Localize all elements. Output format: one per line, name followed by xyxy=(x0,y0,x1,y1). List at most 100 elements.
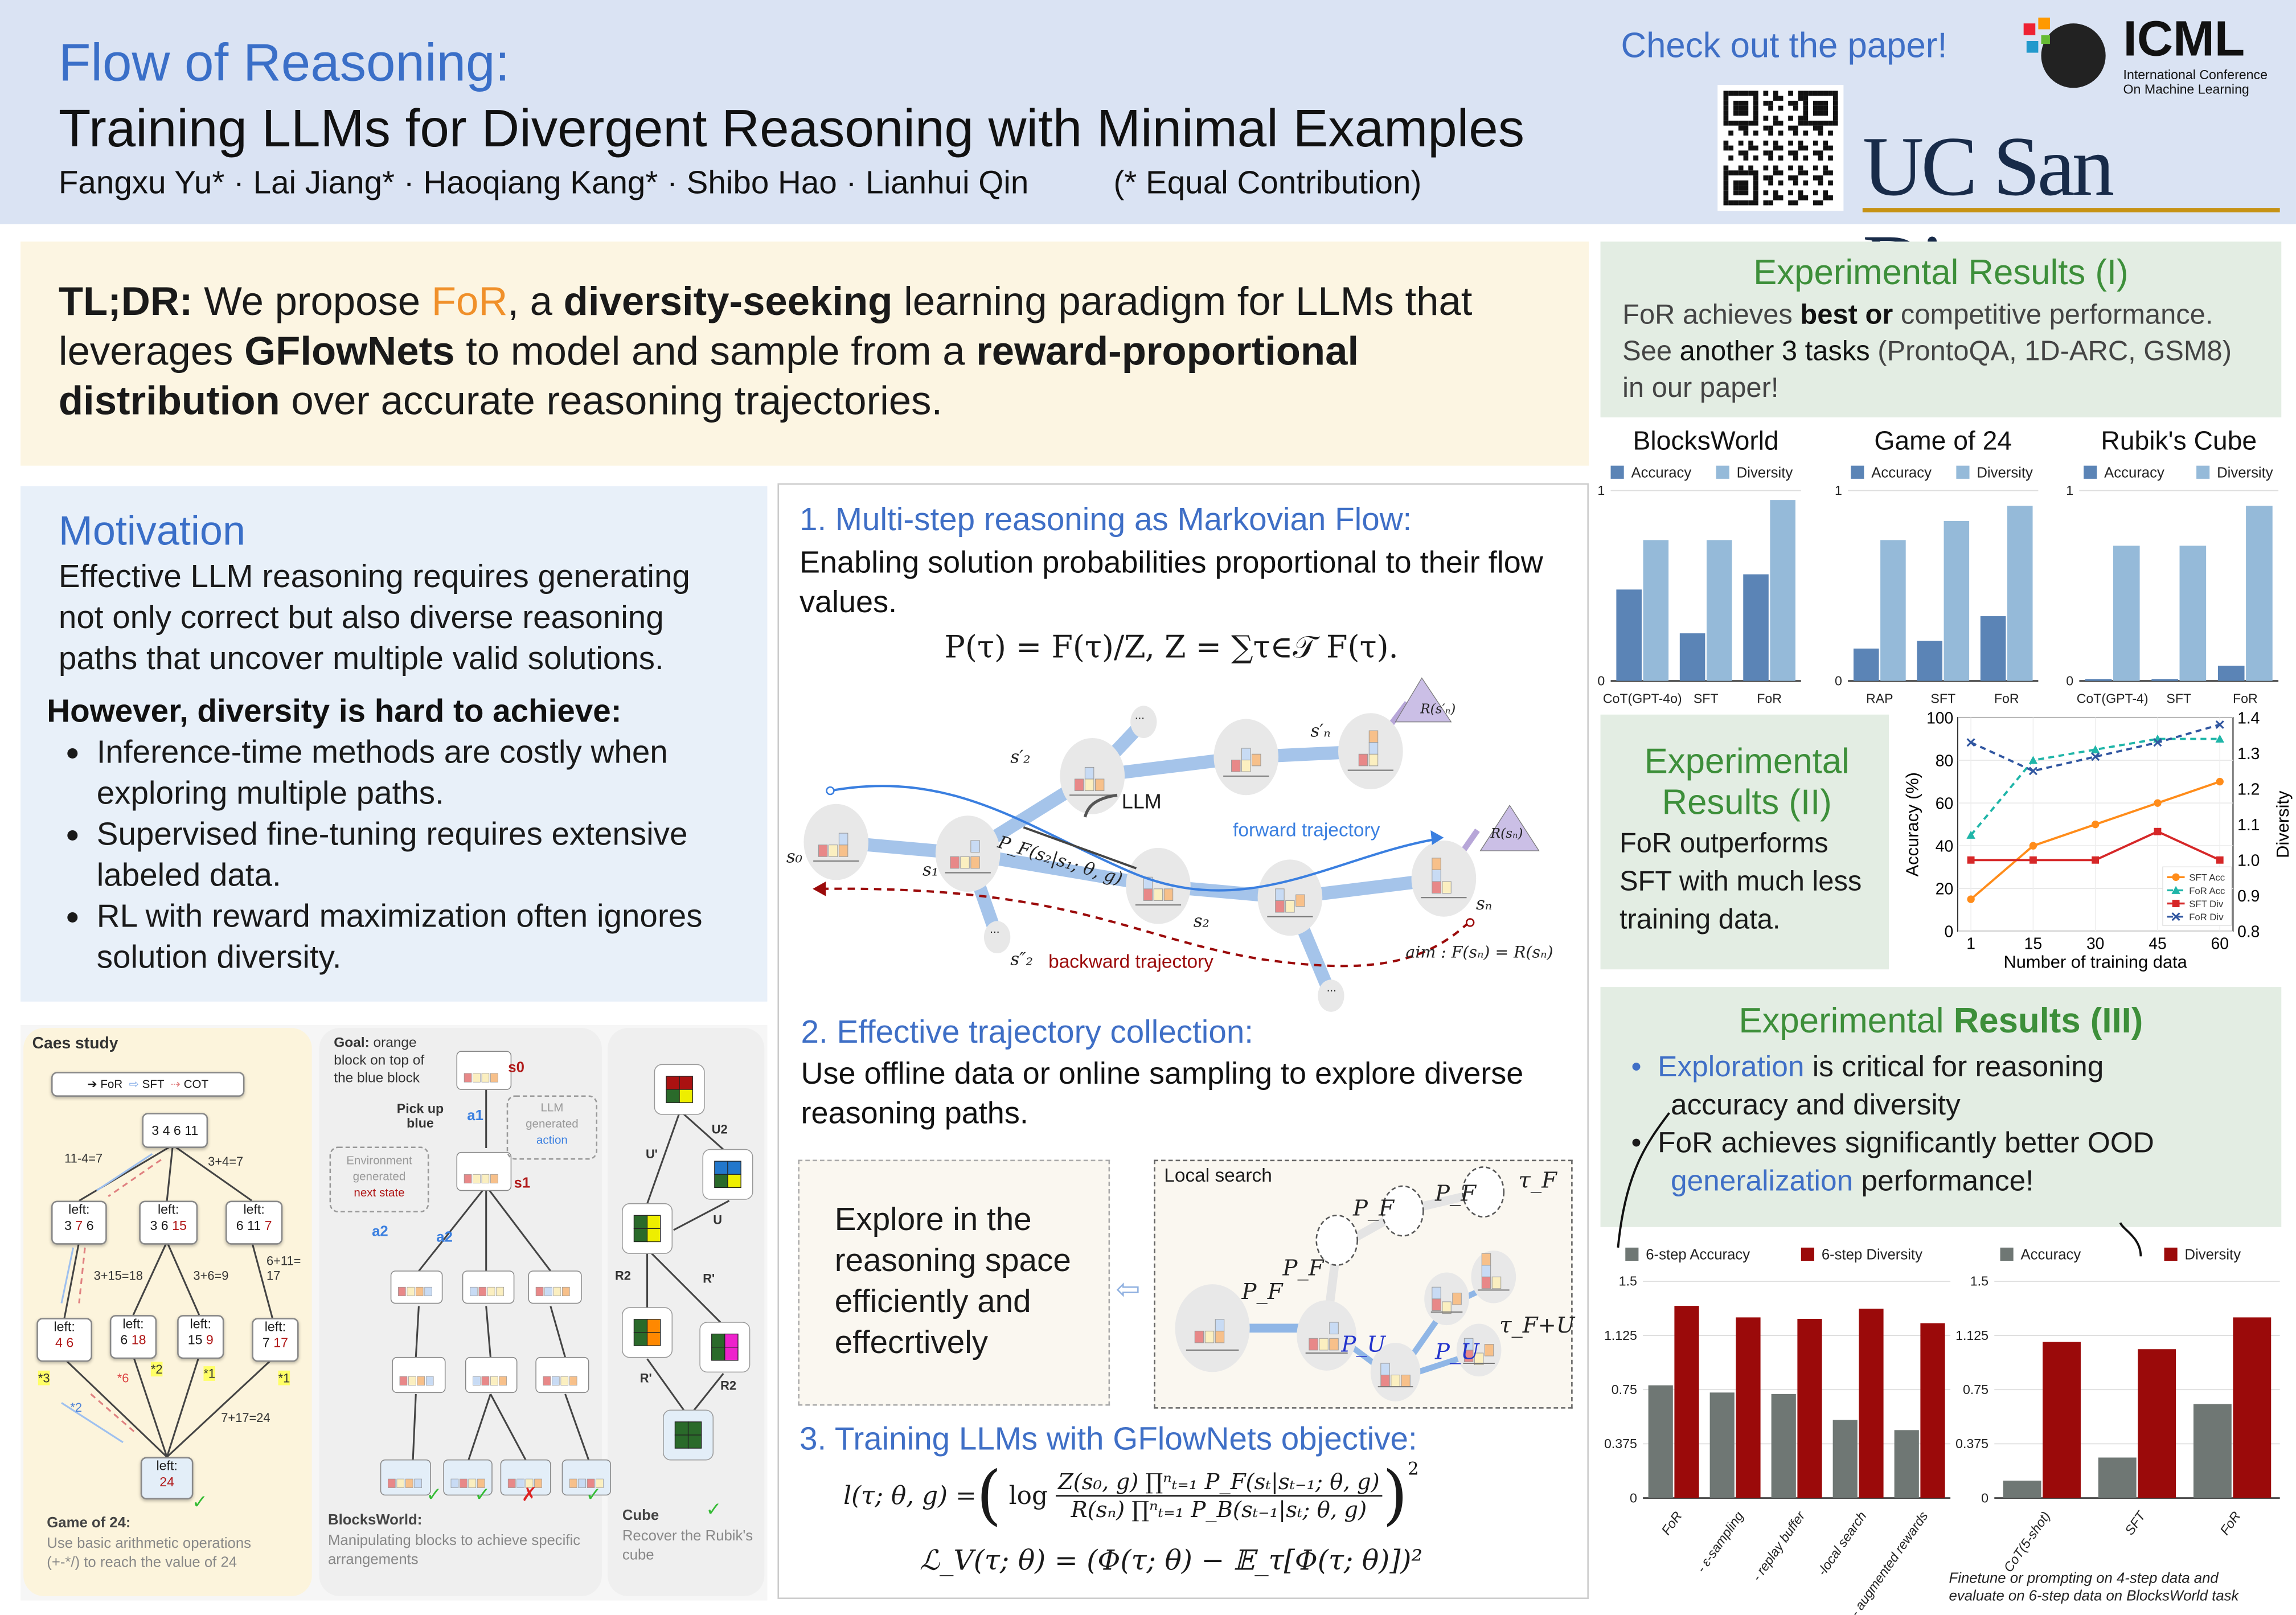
x-tick-label: 15 xyxy=(2024,934,2042,952)
series-line-sft-div xyxy=(1971,830,2221,862)
qr-module xyxy=(1813,150,1818,156)
local-search-diagram xyxy=(1175,1166,1516,1401)
block-icon xyxy=(544,1286,552,1297)
x-tick-label: FoR xyxy=(2233,691,2258,706)
tree-edge xyxy=(132,1355,168,1458)
block-icon xyxy=(396,1478,405,1488)
section2-body: Use offline data or online sampling to e… xyxy=(801,1057,1524,1131)
more-states-icon: ... xyxy=(990,922,1000,936)
loss-lhs: l(τ; θ, g) = xyxy=(843,1481,977,1511)
qr-module xyxy=(1823,120,1828,126)
exp1-bold: best or xyxy=(1800,300,1893,331)
exp1-text: (ProntoQA, 1D-ARC, GSM8) xyxy=(1869,337,2232,368)
tree-edge xyxy=(166,1241,200,1315)
exp2-line: training data. xyxy=(1619,905,1781,936)
y-tick-label: 0.75 xyxy=(1963,1382,1988,1397)
block-icon xyxy=(1084,778,1094,792)
author-list: Fangxu Yu* · Lai Jiang* · Haoqiang Kang*… xyxy=(58,163,1029,201)
qr-module xyxy=(1828,91,1833,96)
cube-facelet xyxy=(646,1319,661,1333)
qr-module xyxy=(1773,140,1778,146)
legend-cot: COT xyxy=(183,1077,209,1091)
legend-swatch xyxy=(2196,465,2210,479)
qr-module xyxy=(1788,150,1793,156)
bar-6-step-accuracy xyxy=(1832,1420,1858,1498)
block-icon xyxy=(398,1286,406,1297)
exp1-text: See xyxy=(1622,337,1680,368)
y-tick-label: 1.5 xyxy=(1619,1274,1637,1289)
legend-label: 6-step Accuracy xyxy=(1646,1247,1750,1263)
tldr-bold: GFlowNets xyxy=(244,327,455,374)
qr-module xyxy=(1818,175,1823,181)
qr-module xyxy=(1743,91,1749,96)
x-tick-label: - replay buffer xyxy=(1749,1508,1809,1584)
y-tick-label: 0 xyxy=(2066,673,2073,688)
tldr-for: FoR xyxy=(431,278,508,324)
multiplier-mark: *3 xyxy=(38,1370,50,1386)
g24-node: left:15 9 xyxy=(177,1315,224,1359)
tldr-text: , a xyxy=(507,278,564,324)
qr-module xyxy=(1828,155,1833,161)
qr-module xyxy=(1803,170,1809,176)
x-tick-label: SFT xyxy=(2122,1508,2149,1538)
qr-module xyxy=(1832,100,1838,106)
qr-module xyxy=(1753,110,1758,116)
block-icon xyxy=(1074,778,1084,792)
edge-label: 11-4=7 xyxy=(64,1151,103,1166)
block-icon xyxy=(464,1073,472,1083)
qr-module xyxy=(1743,200,1749,206)
y-tick-label: 1 xyxy=(1835,483,1842,498)
exp3-title: Experimental Results (III) xyxy=(1601,1002,2282,1043)
qr-code[interactable] xyxy=(1717,85,1844,211)
bar-accuracy xyxy=(1743,574,1769,681)
qr-module xyxy=(1738,180,1744,186)
multiplier-mark: *2 xyxy=(150,1362,163,1377)
qr-module xyxy=(1753,190,1758,196)
bar-diversity xyxy=(2138,1349,2176,1498)
qr-module xyxy=(1753,91,1758,96)
qr-module xyxy=(1753,130,1758,136)
block-icon xyxy=(1474,1352,1484,1366)
x-tick-label: CoT(GPT-4o) xyxy=(1603,691,1682,706)
qr-module xyxy=(1823,105,1828,111)
tree-edge xyxy=(646,1112,680,1204)
paper-link[interactable]: Check out the paper! xyxy=(1621,26,1948,66)
x-tick-label: 30 xyxy=(2086,934,2104,952)
qr-module xyxy=(1788,91,1793,96)
block-icon xyxy=(460,1478,468,1488)
check-icon: ✓ xyxy=(191,1490,208,1513)
g24-node: left:7 17 xyxy=(252,1318,299,1362)
chart-title: Game of 24 xyxy=(1874,425,2012,455)
bw-goal-text: orange block on top of the blue block xyxy=(334,1035,425,1087)
block-icon xyxy=(1380,1363,1390,1376)
qr-module xyxy=(1832,110,1838,116)
qr-module xyxy=(1743,110,1749,116)
bw-caption-title: BlocksWorld: xyxy=(327,1512,423,1529)
qr-module xyxy=(1788,165,1793,171)
block-icon xyxy=(405,1478,413,1488)
y2-tick-label: 1.4 xyxy=(2237,708,2260,727)
qr-module xyxy=(1798,91,1803,96)
cube-move: U2 xyxy=(711,1121,728,1137)
exp2-line: FoR outperforms xyxy=(1619,829,1828,860)
qr-module xyxy=(1748,140,1753,146)
flow-formula: P(τ) = F(τ)/Z, Z = ∑τ∈𝒯 F(τ). xyxy=(944,629,1399,665)
qr-module xyxy=(1803,155,1809,161)
qr-module xyxy=(1723,140,1729,146)
block-icon xyxy=(1463,1338,1474,1351)
x-tick-label: - ε-sampling xyxy=(1694,1509,1746,1575)
x-tick-label: SFT xyxy=(1694,691,1719,706)
legend-swatch xyxy=(1801,1247,1814,1261)
bar-diversity xyxy=(1944,520,1970,681)
x-tick-label: CoT(5-shot) xyxy=(2000,1509,2053,1575)
qr-module xyxy=(1768,155,1773,161)
y-axis-label: Accuracy (%) xyxy=(1903,772,1922,876)
qr-module xyxy=(1813,125,1818,131)
qr-module xyxy=(1803,100,1809,106)
bw-a2: a2 xyxy=(436,1229,453,1247)
qr-module xyxy=(1743,155,1749,161)
exp3-bullets: • Exploration is critical for reasoning … xyxy=(1631,1051,2154,1198)
